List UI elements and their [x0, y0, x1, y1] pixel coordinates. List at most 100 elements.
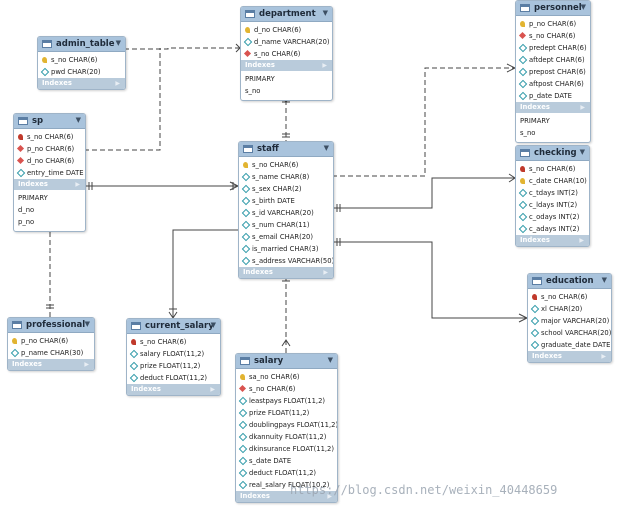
expand-arrow-icon[interactable]: ▶: [322, 62, 327, 69]
column-row[interactable]: d_name VARCHAR(20): [241, 36, 332, 48]
column-row[interactable]: s_no CHAR(6): [241, 48, 332, 60]
indexes-bar[interactable]: Indexes▶: [528, 351, 611, 362]
table-professional[interactable]: professional▼ p_no CHAR(6)p_name CHAR(30)…: [7, 317, 95, 371]
column-row[interactable]: deduct FLOAT(11,2): [236, 467, 337, 479]
column-row[interactable]: s_email CHAR(20): [239, 231, 333, 243]
column-row[interactable]: xl CHAR(20): [528, 303, 611, 315]
column-row[interactable]: d_no CHAR(6): [14, 155, 85, 167]
expand-arrow-icon[interactable]: ▶: [84, 361, 89, 368]
column-row[interactable]: s_address VARCHAR(50): [239, 255, 333, 267]
column-row[interactable]: prize FLOAT(11,2): [236, 407, 337, 419]
column-row[interactable]: dkinsurance FLOAT(11,2): [236, 443, 337, 455]
table-admin_table[interactable]: admin_table▼ s_no CHAR(6)pwd CHAR(20)Inde…: [37, 36, 126, 90]
index-item[interactable]: s_no: [520, 129, 536, 137]
column-row[interactable]: s_num CHAR(11): [239, 219, 333, 231]
column-row[interactable]: real_salary FLOAT(10,2): [236, 479, 337, 491]
column-row[interactable]: c_tdays INT(2): [516, 187, 589, 199]
column-row[interactable]: s_birth DATE: [239, 195, 333, 207]
chevron-down-icon[interactable]: ▼: [323, 144, 329, 152]
indexes-bar[interactable]: Indexes▶: [239, 267, 333, 278]
table-personnel[interactable]: personnel▼p_no CHAR(6)s_no CHAR(6)predep…: [515, 0, 591, 143]
column-row[interactable]: s_no CHAR(6): [516, 30, 590, 42]
column-row[interactable]: p_no CHAR(6): [14, 143, 85, 155]
indexes-bar[interactable]: Indexes▶: [516, 235, 589, 246]
expand-arrow-icon[interactable]: ▶: [601, 353, 606, 360]
expand-arrow-icon[interactable]: ▶: [580, 104, 585, 111]
table-header[interactable]: admin_table▼: [38, 37, 125, 52]
column-row[interactable]: s_no CHAR(6): [38, 54, 125, 66]
indexes-bar[interactable]: Indexes▶: [38, 78, 125, 89]
column-row[interactable]: p_no CHAR(6): [8, 335, 94, 347]
index-item[interactable]: d_no: [18, 206, 35, 214]
table-header[interactable]: education▼: [528, 274, 611, 289]
chevron-down-icon[interactable]: ▼: [579, 148, 585, 156]
column-row[interactable]: s_sex CHAR(2): [239, 183, 333, 195]
chevron-down-icon[interactable]: ▼: [210, 321, 216, 329]
index-item[interactable]: PRIMARY: [18, 194, 48, 202]
index-item[interactable]: PRIMARY: [245, 75, 275, 83]
table-header[interactable]: department▼: [241, 7, 332, 22]
column-row[interactable]: deduct FLOAT(11,2): [127, 372, 220, 384]
expand-arrow-icon[interactable]: ▶: [115, 80, 120, 87]
column-row[interactable]: d_no CHAR(6): [241, 24, 332, 36]
table-current_salary[interactable]: current_salary▼ s_no CHAR(6)salary FLOAT(…: [126, 318, 221, 396]
column-row[interactable]: prize FLOAT(11,2): [127, 360, 220, 372]
index-item[interactable]: PRIMARY: [520, 117, 550, 125]
column-row[interactable]: s_no CHAR(6): [528, 291, 611, 303]
indexes-bar[interactable]: Indexes▶: [241, 60, 332, 71]
table-header[interactable]: current_salary▼: [127, 319, 220, 334]
column-row[interactable]: s_date DATE: [236, 455, 337, 467]
column-row[interactable]: entry_time DATE: [14, 167, 85, 179]
column-row[interactable]: leastpays FLOAT(11,2): [236, 395, 337, 407]
column-row[interactable]: school VARCHAR(20): [528, 327, 611, 339]
column-row[interactable]: major VARCHAR(20): [528, 315, 611, 327]
column-row[interactable]: salary FLOAT(11,2): [127, 348, 220, 360]
column-row[interactable]: sa_no CHAR(6): [236, 371, 337, 383]
index-item[interactable]: p_no: [18, 218, 35, 226]
column-row[interactable]: pwd CHAR(20): [38, 66, 125, 78]
column-row[interactable]: s_no CHAR(6): [516, 163, 589, 175]
indexes-bar[interactable]: Indexes▶: [14, 179, 85, 190]
column-row[interactable]: doublingpays FLOAT(11,2): [236, 419, 337, 431]
column-row[interactable]: graduate_date DATE: [528, 339, 611, 351]
column-row[interactable]: p_name CHAR(30): [8, 347, 94, 359]
chevron-down-icon[interactable]: ▼: [322, 9, 328, 17]
table-department[interactable]: department▼ d_no CHAR(6)d_name VARCHAR(20…: [240, 6, 333, 101]
chevron-down-icon[interactable]: ▼: [84, 320, 90, 328]
expand-arrow-icon[interactable]: ▶: [210, 386, 215, 393]
chevron-down-icon[interactable]: ▼: [327, 356, 333, 364]
column-row[interactable]: p_no CHAR(6): [516, 18, 590, 30]
table-header[interactable]: professional▼: [8, 318, 94, 333]
column-row[interactable]: s_no CHAR(6): [239, 159, 333, 171]
chevron-down-icon[interactable]: ▼: [580, 3, 586, 11]
expand-arrow-icon[interactable]: ▶: [75, 181, 80, 188]
table-education[interactable]: education▼ s_no CHAR(6)xl CHAR(20)major V…: [527, 273, 612, 363]
table-staff[interactable]: staff▼ s_no CHAR(6)s_name CHAR(8)s_sex CH…: [238, 141, 334, 279]
column-row[interactable]: s_no CHAR(6): [127, 336, 220, 348]
column-row[interactable]: aftdept CHAR(6): [516, 54, 590, 66]
column-row[interactable]: prepost CHAR(6): [516, 66, 590, 78]
table-checking[interactable]: checking▼ s_no CHAR(6)c_date CHAR(10)c_td…: [515, 145, 590, 247]
column-row[interactable]: c_date CHAR(10): [516, 175, 589, 187]
table-header[interactable]: staff▼: [239, 142, 333, 157]
table-header[interactable]: personnel▼: [516, 1, 590, 16]
table-salary[interactable]: salary▼ sa_no CHAR(6)s_no CHAR(6)leastpay…: [235, 353, 338, 503]
column-row[interactable]: s_no CHAR(6): [236, 383, 337, 395]
table-header[interactable]: salary▼: [236, 354, 337, 369]
column-row[interactable]: s_name CHAR(8): [239, 171, 333, 183]
expand-arrow-icon[interactable]: ▶: [327, 493, 332, 500]
column-row[interactable]: dkannuity FLOAT(11,2): [236, 431, 337, 443]
column-row[interactable]: c_adays INT(2): [516, 223, 589, 235]
table-header[interactable]: checking▼: [516, 146, 589, 161]
column-row[interactable]: p_date DATE: [516, 90, 590, 102]
expand-arrow-icon[interactable]: ▶: [323, 269, 328, 276]
column-row[interactable]: aftpost CHAR(6): [516, 78, 590, 90]
indexes-bar[interactable]: Indexes▶: [8, 359, 94, 370]
column-row[interactable]: is_married CHAR(3): [239, 243, 333, 255]
index-item[interactable]: s_no: [245, 87, 261, 95]
chevron-down-icon[interactable]: ▼: [601, 276, 607, 284]
indexes-bar[interactable]: Indexes▶: [236, 491, 337, 502]
expand-arrow-icon[interactable]: ▶: [579, 237, 584, 244]
indexes-bar[interactable]: Indexes▶: [127, 384, 220, 395]
column-row[interactable]: c_ldays INT(2): [516, 199, 589, 211]
